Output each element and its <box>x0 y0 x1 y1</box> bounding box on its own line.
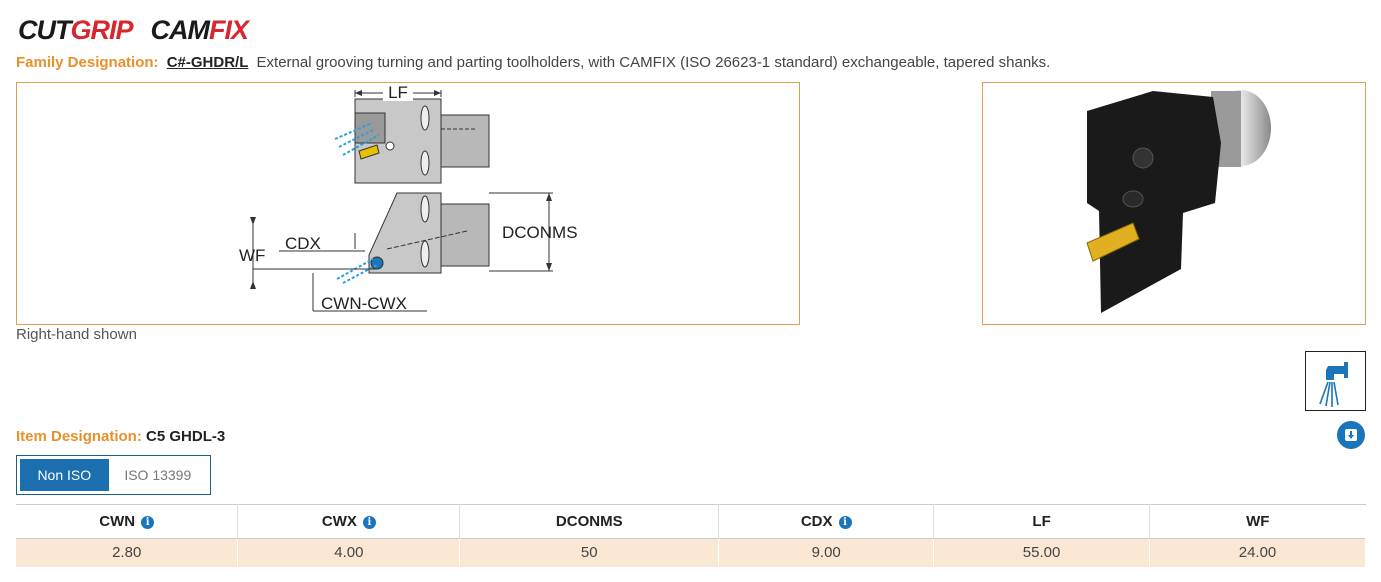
family-designation: Family Designation: C#-GHDR/L External g… <box>16 54 1050 71</box>
cell-lf: 55.00 <box>933 538 1151 567</box>
standard-toggle: Non ISO ISO 13399 <box>16 455 211 495</box>
family-code-link[interactable]: C#-GHDR/L <box>166 54 249 71</box>
item-label: Item Designation: <box>16 428 142 445</box>
cell-cwn: 2.80 <box>16 538 239 567</box>
wf-dimension-label: WF <box>239 246 265 265</box>
cwn-cwx-dimension-label: CWN-CWX <box>321 294 407 313</box>
cutgrip-logo: CUTGRIP <box>18 14 134 45</box>
camfix-logo: CAMFIX <box>150 14 250 45</box>
cell-cdx: 9.00 <box>718 538 935 567</box>
lf-dimension-label: LF <box>388 83 408 102</box>
item-value: C5 GHDL-3 <box>146 428 226 445</box>
header-dconms: DCONMS <box>459 504 720 539</box>
technical-drawing: LF DCONMS CDX WF <box>16 82 800 325</box>
front-view-drawing <box>368 192 490 274</box>
coolant-button[interactable] <box>1305 351 1366 411</box>
family-description: External grooving turning and parting to… <box>256 54 1051 71</box>
table-row: 2.80 4.00 50 9.00 55.00 24.00 <box>16 538 1366 567</box>
download-icon <box>1345 429 1357 441</box>
toggle-iso-13399[interactable]: ISO 13399 <box>124 467 192 483</box>
cell-cwx: 4.00 <box>237 538 461 567</box>
info-icon[interactable]: i <box>141 516 155 529</box>
toggle-non-iso[interactable]: Non ISO <box>20 459 109 491</box>
download-button[interactable] <box>1337 421 1365 449</box>
top-view-drawing <box>354 90 490 184</box>
item-designation: Item Designation: C5 GHDL-3 <box>16 428 225 445</box>
dconms-dimension-label: DCONMS <box>502 223 578 242</box>
coolant-tap-icon <box>1319 362 1348 407</box>
header-lf: LF <box>933 504 1151 539</box>
family-label: Family Designation: <box>16 54 159 71</box>
info-icon[interactable]: i <box>362 516 376 529</box>
drawing-caption: Right-hand shown <box>16 326 137 343</box>
brand-logos: CUTGRIP CAMFIX <box>18 14 250 46</box>
cell-dconms: 50 <box>459 538 720 567</box>
cell-wf: 24.00 <box>1149 538 1366 567</box>
info-icon[interactable]: i <box>838 516 852 529</box>
product-image <box>982 82 1366 325</box>
cdx-dimension-label: CDX <box>285 234 321 253</box>
header-wf: WF <box>1149 504 1366 539</box>
